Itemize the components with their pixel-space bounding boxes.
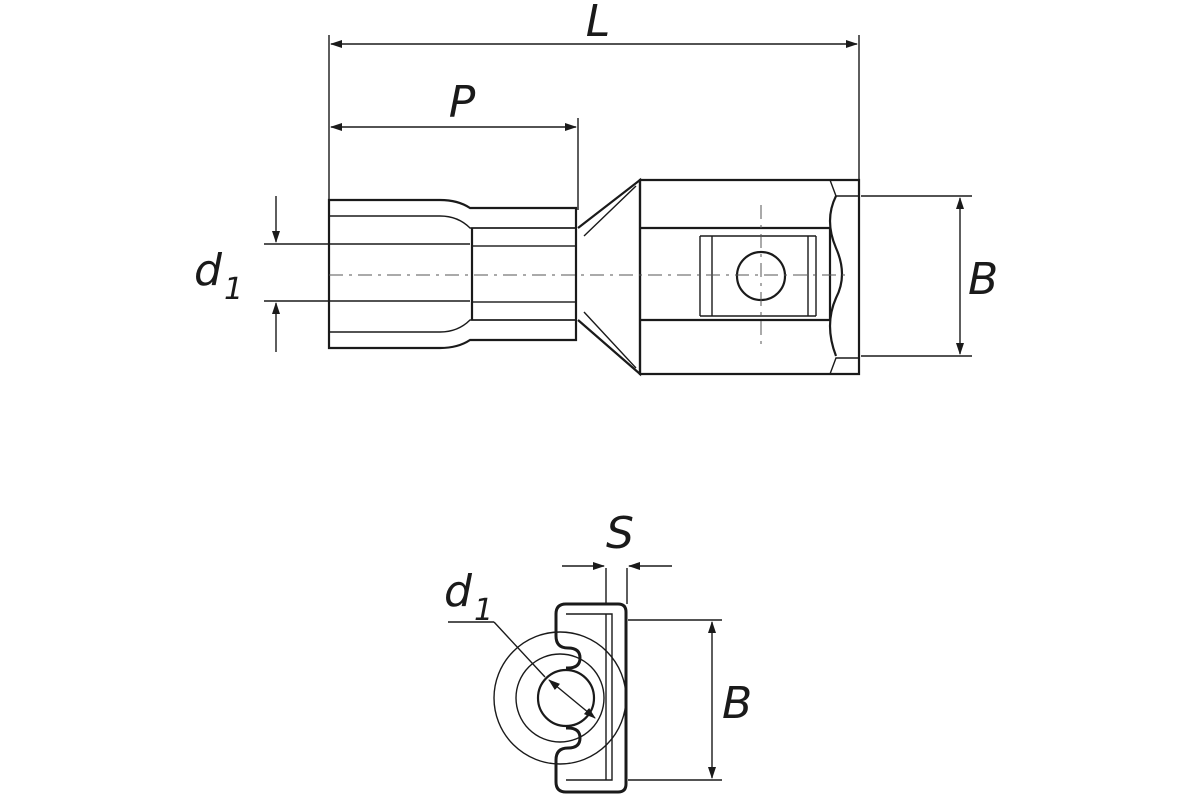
dimension-line-d1-end xyxy=(548,679,596,719)
bore-circle xyxy=(536,668,596,728)
insulation-sleeve xyxy=(327,198,578,350)
contact-hatch-bottom xyxy=(828,357,860,375)
receptacle-profile-inner xyxy=(566,613,613,781)
label-s: S xyxy=(606,508,634,559)
sleeve-bore xyxy=(328,215,577,333)
label-d1-end: d1 xyxy=(444,566,493,628)
label-b: B xyxy=(968,254,998,305)
label-l: L xyxy=(586,0,611,47)
contact-spring xyxy=(828,195,844,357)
label-b-end: B xyxy=(722,678,752,729)
barrel-wall-bottom xyxy=(471,301,577,321)
leader-d1-diagonal xyxy=(493,621,546,678)
label-d1: d1 xyxy=(194,245,243,307)
transition-cone-inner xyxy=(583,185,637,369)
label-p: P xyxy=(449,77,476,128)
receptacle-profile-bottom xyxy=(554,602,628,794)
transition-cone xyxy=(577,177,642,377)
end-view: S d1 B xyxy=(444,508,752,794)
receptacle-body xyxy=(638,178,861,376)
receptacle-slot xyxy=(640,226,832,322)
side-view: L P xyxy=(194,0,998,377)
inner-ring xyxy=(515,653,605,743)
barrel-wall-top xyxy=(471,227,577,247)
receptacle-profile-top xyxy=(554,602,582,670)
contact-hatch-top xyxy=(828,179,860,197)
